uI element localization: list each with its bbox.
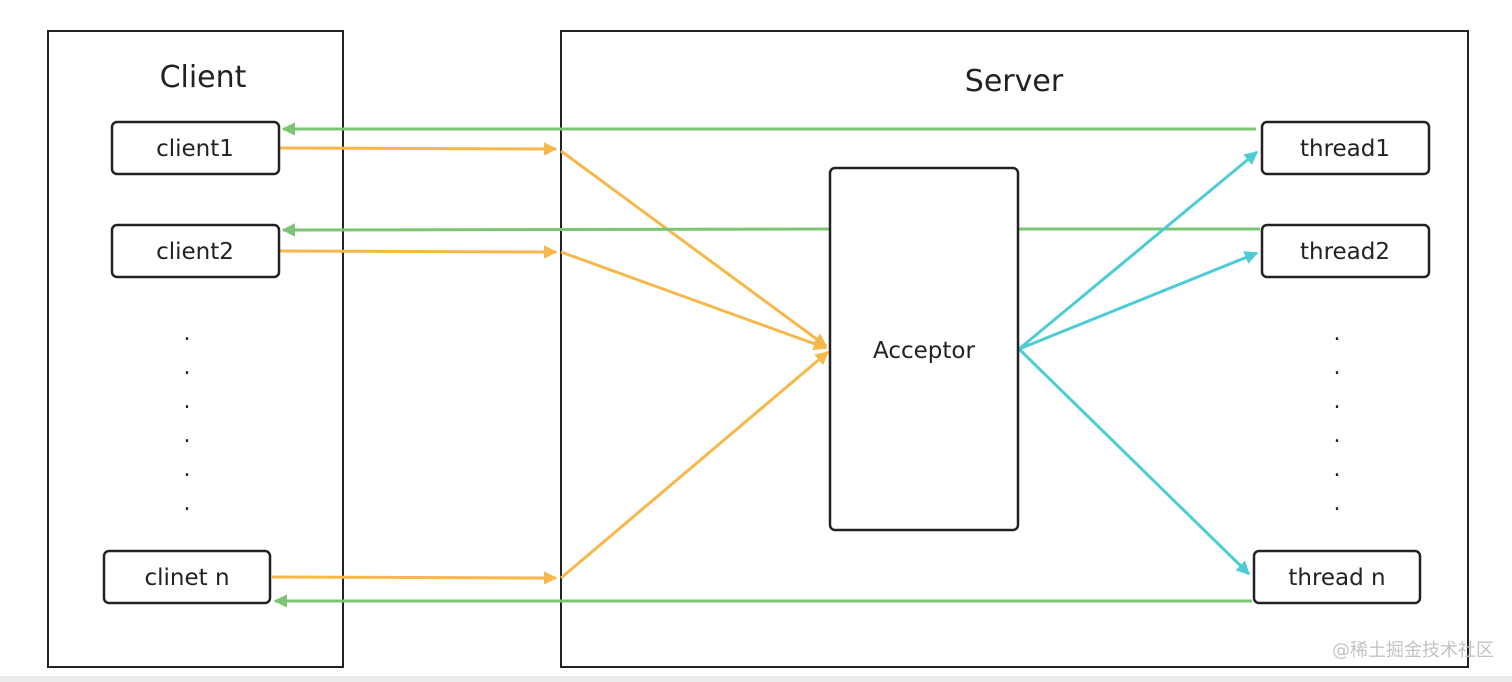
thread-node-1-label: thread1 bbox=[1300, 136, 1390, 162]
client-node-1: client1 bbox=[110, 120, 281, 176]
client-panel-title: Client bbox=[160, 60, 247, 95]
client-ellipsis-dot: . bbox=[184, 457, 191, 482]
request-arrow-to-acceptor-1 bbox=[560, 149, 828, 348]
thread-ellipsis-dot: . bbox=[1334, 321, 1341, 346]
client-node-n-label: clinet n bbox=[144, 565, 229, 591]
client-node-2-label: client2 bbox=[156, 239, 234, 265]
server-panel bbox=[560, 30, 1469, 668]
response-arrow-thread2 bbox=[281, 223, 830, 237]
request-arrow-client2 bbox=[279, 245, 558, 259]
thread-node-2: thread2 bbox=[1260, 223, 1431, 279]
server-panel-title: Server bbox=[965, 64, 1064, 99]
request-arrow-to-acceptor-2 bbox=[560, 250, 828, 351]
thread-ellipsis-dot: . bbox=[1334, 355, 1341, 380]
acceptor-node: Acceptor bbox=[828, 166, 1020, 532]
thread-ellipsis-dot: . bbox=[1334, 491, 1341, 516]
thread-node-n: thread n bbox=[1252, 549, 1422, 605]
thread-ellipsis-dot: . bbox=[1334, 423, 1341, 448]
dispatch-arrow-thread-n bbox=[1017, 347, 1251, 576]
thread-node-n-label: thread n bbox=[1288, 565, 1385, 591]
thread-ellipsis: . . . . . . bbox=[1334, 321, 1341, 516]
request-arrow-to-acceptor-n bbox=[560, 350, 830, 580]
client-ellipsis-dot: . bbox=[184, 423, 191, 448]
client-node-1-label: client1 bbox=[156, 136, 234, 162]
client-ellipsis-dot: . bbox=[184, 355, 191, 380]
client-node-n: clinet n bbox=[102, 549, 272, 605]
request-arrow-client1 bbox=[279, 142, 558, 156]
thread-node-1: thread1 bbox=[1260, 120, 1431, 176]
client-panel bbox=[47, 30, 344, 668]
client-ellipsis-dot: . bbox=[184, 389, 191, 414]
watermark: @稀土掘金技术社区 bbox=[1332, 640, 1494, 661]
thread-ellipsis-dot: . bbox=[1334, 457, 1341, 482]
client-ellipsis-dot: . bbox=[184, 321, 191, 346]
thread-node-2-label: thread2 bbox=[1300, 239, 1390, 265]
request-arrow-client-n bbox=[271, 571, 558, 585]
client-node-2: client2 bbox=[110, 223, 281, 279]
dispatch-arrow-thread1 bbox=[1018, 150, 1259, 351]
bottom-divider bbox=[0, 676, 1512, 682]
client-ellipsis-dot: . bbox=[184, 491, 191, 516]
thread-ellipsis-dot: . bbox=[1334, 389, 1341, 414]
dispatch-arrow-thread2 bbox=[1018, 251, 1259, 351]
acceptor-label: Acceptor bbox=[873, 338, 975, 364]
client-ellipsis: . . . . . . bbox=[184, 321, 191, 516]
